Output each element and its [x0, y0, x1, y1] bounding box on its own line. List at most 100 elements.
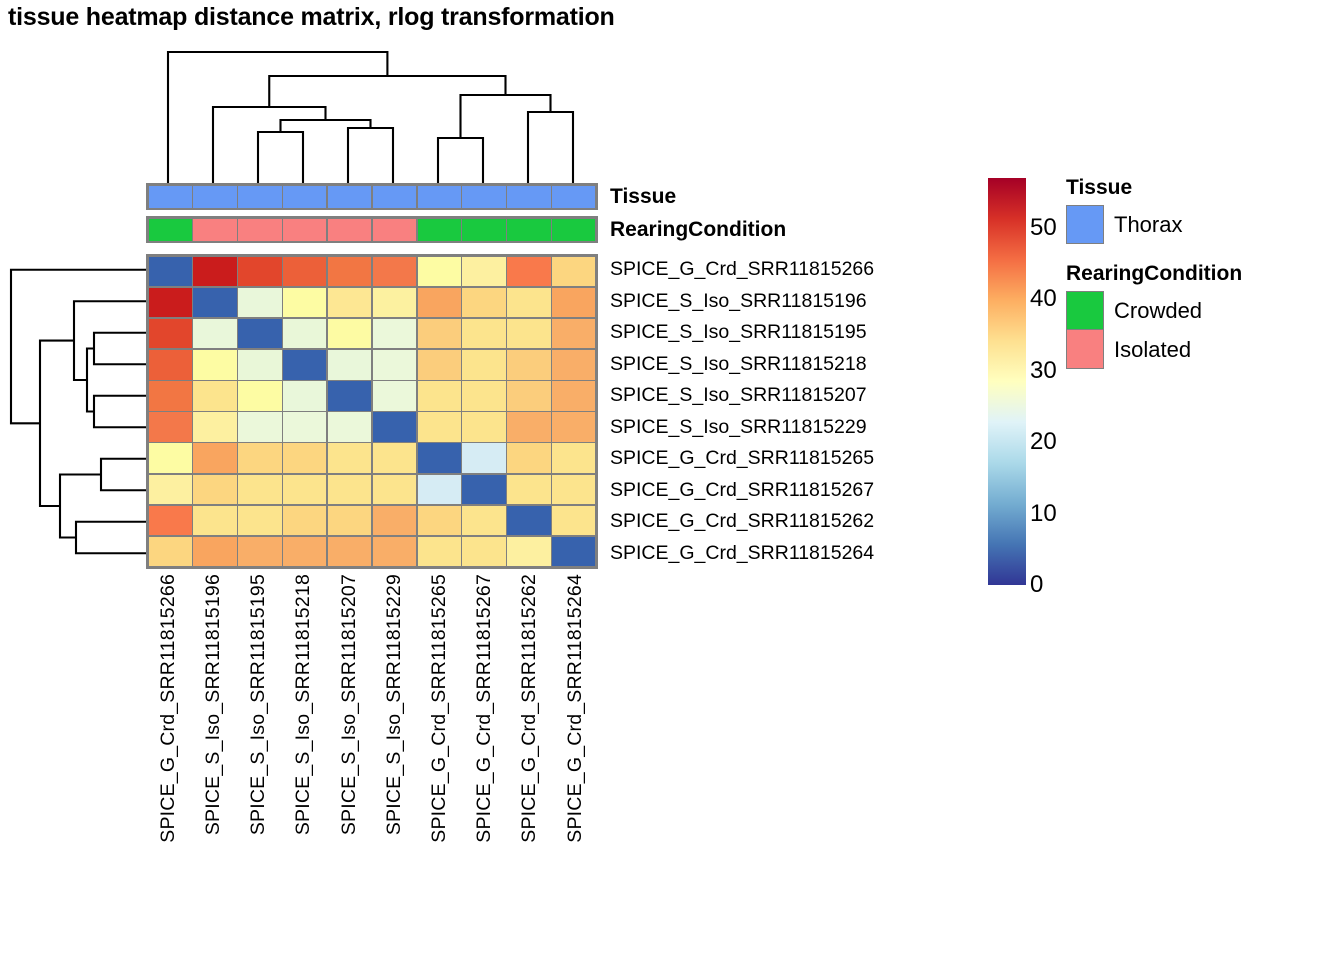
heatmap-cell — [372, 256, 417, 287]
heatmap-cell — [148, 505, 192, 536]
heatmap-cell — [327, 443, 372, 474]
heatmap-cell — [283, 474, 327, 505]
heatmap-cell — [283, 536, 327, 567]
heatmap-cell — [148, 474, 192, 505]
heatmap-cell — [552, 505, 596, 536]
legend-swatch-rearing-condition — [1066, 291, 1104, 330]
heatmap-cell — [327, 505, 372, 536]
heatmap-cell — [507, 256, 551, 287]
heatmap-cell — [148, 412, 192, 442]
heatmap-cell — [283, 443, 327, 474]
heatmap-cell — [507, 474, 551, 505]
heatmap-cell — [193, 536, 237, 567]
heatmap-cell — [283, 381, 327, 411]
heatmap-cell — [462, 443, 506, 474]
legend-tissue: Tissue Thorax — [1066, 176, 1336, 244]
heatmap-cell — [327, 412, 372, 442]
heatmap-cell — [552, 443, 596, 474]
annotation-cell-rearing-condition — [193, 218, 237, 241]
legend-label: Isolated — [1114, 336, 1192, 362]
heatmap-cell — [507, 443, 551, 474]
colorbar-tick: 30 — [1030, 356, 1057, 384]
annotation-cell-tissue — [148, 185, 192, 208]
heatmap-cell — [372, 287, 417, 318]
annotation-cell-rearing-condition — [552, 218, 596, 241]
heatmap-cell — [148, 536, 192, 567]
heatmap-cell — [462, 318, 506, 349]
legend-label: Thorax — [1114, 211, 1183, 237]
heatmap-cell — [148, 443, 192, 474]
heatmap-cell — [238, 318, 282, 349]
row-label: SPICE_S_Iso_SRR11815218 — [610, 352, 867, 375]
column-label: SPICE_S_Iso_SRR11815196 — [202, 574, 225, 836]
legend-swatch-tissue — [1066, 205, 1104, 244]
heatmap-cell — [372, 412, 417, 442]
heatmap-cell — [507, 412, 551, 442]
heatmap-cell — [462, 474, 506, 505]
row-label: SPICE_S_Iso_SRR11815207 — [610, 384, 867, 406]
heatmap-cell — [417, 349, 461, 380]
heatmap-cell — [238, 412, 282, 442]
heatmap-cell — [552, 381, 596, 411]
heatmap-cell — [462, 381, 506, 411]
annotation-cell-rearing-condition — [238, 218, 282, 241]
annotation-title-tissue: Tissue — [610, 185, 677, 208]
annotation-cell-tissue — [283, 185, 327, 208]
column-label-wrap: SPICE_S_Iso_SRR11815229 — [372, 572, 417, 960]
heatmap-cell — [417, 443, 461, 474]
annotation-cell-tissue — [507, 185, 551, 208]
heatmap-cell — [372, 381, 417, 411]
row-label: SPICE_G_Crd_SRR11815267 — [610, 478, 875, 501]
heatmap-cell — [462, 505, 506, 536]
column-label: SPICE_S_Iso_SRR11815218 — [292, 574, 315, 836]
heatmap-cell — [507, 287, 551, 318]
legend-swatch-rearing-condition — [1066, 330, 1104, 369]
row-label: SPICE_S_Iso_SRR11815229 — [610, 415, 867, 438]
annotation-cell-rearing-condition — [327, 218, 372, 241]
heatmap-cell — [552, 318, 596, 349]
column-dendrogram — [166, 50, 575, 186]
heatmap-cell — [193, 349, 237, 380]
annotation-cell-tissue — [372, 185, 417, 208]
column-label: SPICE_S_Iso_SRR11815195 — [247, 574, 270, 836]
page-title: tissue heatmap distance matrix, rlog tra… — [8, 3, 615, 31]
heatmap-cell — [238, 349, 282, 380]
legend-title-rearing-condition: RearingCondition — [1066, 262, 1243, 285]
heatmap-cell — [283, 505, 327, 536]
heatmap-cell — [372, 474, 417, 505]
heatmap-cell — [507, 318, 551, 349]
heatmap-cell — [372, 349, 417, 380]
heatmap-cell — [462, 287, 506, 318]
heatmap-cell — [552, 412, 596, 442]
heatmap-cell — [462, 256, 506, 287]
row-label: SPICE_G_Crd_SRR11815265 — [610, 447, 875, 469]
column-label-wrap: SPICE_G_Crd_SRR11815265 — [417, 572, 462, 960]
annotation-cell-tissue — [327, 185, 372, 208]
heatmap-cell — [327, 287, 372, 318]
heatmap-cell — [507, 505, 551, 536]
heatmap-cell — [417, 256, 461, 287]
column-label: SPICE_G_Crd_SRR11815262 — [518, 574, 541, 843]
annotation-cell-tissue — [552, 185, 596, 208]
column-label-wrap: SPICE_S_Iso_SRR11815196 — [191, 572, 236, 960]
heatmap-cell — [327, 349, 372, 380]
heatmap-cell — [238, 256, 282, 287]
colorbar-tick: 40 — [1030, 285, 1057, 313]
heatmap-cell — [283, 349, 327, 380]
heatmap-cell — [327, 474, 372, 505]
column-label-wrap: SPICE_G_Crd_SRR11815267 — [462, 572, 507, 960]
annotation-cell-tissue — [417, 185, 461, 208]
legend-label: Crowded — [1114, 297, 1203, 323]
heatmap-cell — [148, 318, 192, 349]
annotation-cell-tissue — [462, 185, 506, 208]
legend-title-tissue: Tissue — [1066, 176, 1133, 199]
heatmap-cell — [193, 318, 237, 349]
column-label: SPICE_G_Crd_SRR11815266 — [156, 574, 179, 843]
heatmap-cell — [327, 318, 372, 349]
heatmap-cell — [283, 256, 327, 287]
column-label-wrap: SPICE_S_Iso_SRR11815195 — [236, 572, 281, 960]
heatmap-cell — [462, 412, 506, 442]
row-label: SPICE_G_Crd_SRR11815262 — [610, 510, 875, 532]
